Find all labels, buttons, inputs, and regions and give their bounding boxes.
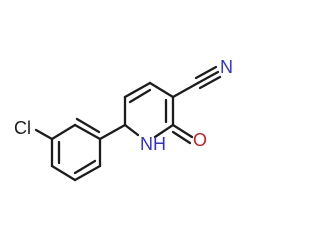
bond-aryl-link: [98, 123, 127, 141]
bond-triple-1: [196, 70, 220, 85]
bond-c1-nh: [123, 123, 140, 137]
chlorophenyl-ring: [50, 117, 102, 182]
bond-triple-2: [194, 65, 218, 80]
molecule-canvas: Cl NH O N: [14, 57, 233, 182]
bond-c6-c5: [123, 81, 152, 99]
bond-ph-2: [50, 123, 77, 141]
chlorine-label: Cl: [14, 118, 31, 138]
ring-nh-label: NH: [140, 134, 166, 154]
bond-ph-1: [73, 123, 102, 141]
carbonyl-oxygen-label: O: [193, 130, 207, 150]
nitrile-group: [171, 65, 222, 99]
bond-c3-c2: [153, 123, 175, 139]
bond-c5-c4: [148, 81, 175, 99]
bond-c4-cn: [171, 81, 200, 99]
pyridinone-ring: [123, 81, 175, 139]
bond-ph-5: [73, 164, 102, 182]
nitrile-nitrogen-label: N: [220, 57, 233, 77]
bond-c6-c5-double: [128, 88, 152, 104]
bond-c-cl: [34, 128, 54, 141]
bond-c3-o-double: [171, 130, 192, 145]
bond-ph-1-double: [75, 117, 101, 134]
carbonyl-group: [171, 123, 194, 145]
molecule-structure: Cl NH O N: [14, 57, 233, 182]
bond-c3-o: [171, 123, 194, 139]
bond-triple-3: [198, 75, 222, 90]
bond-ph-5-double: [73, 159, 97, 175]
bond-ph-4: [50, 164, 77, 182]
